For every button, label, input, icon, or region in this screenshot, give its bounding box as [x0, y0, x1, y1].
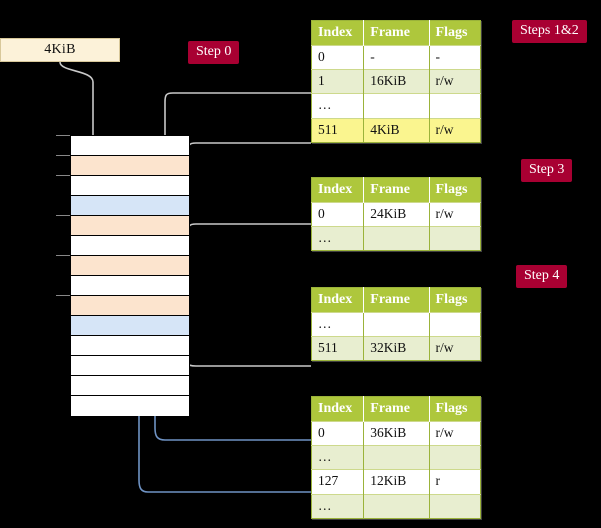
table-row: … — [311, 226, 481, 251]
cell-flags — [429, 312, 481, 337]
cell-index: 127 — [311, 469, 365, 495]
cell-flags: - — [429, 45, 481, 70]
column-header-index: Index — [311, 177, 365, 203]
table-row: … — [311, 493, 481, 519]
cell-flags: r/w — [429, 421, 481, 446]
badge-step3: Step 3 — [521, 159, 573, 182]
cell-flags — [429, 93, 481, 119]
memory-frame-11 — [71, 356, 189, 376]
table-row: … — [311, 445, 481, 470]
table-row: 0-- — [311, 45, 481, 70]
column-header-frame: Frame — [363, 177, 430, 203]
column-header-flags: Flags — [429, 20, 481, 46]
cell-frame: 24KiB — [363, 202, 430, 227]
cell-flags — [429, 445, 481, 470]
table-row: … — [311, 312, 481, 337]
memory-frame-tick — [56, 155, 70, 156]
cell-index: 0 — [311, 202, 365, 227]
cell-index: … — [311, 493, 365, 519]
cell-index: 511 — [311, 336, 365, 361]
column-header-flags: Flags — [429, 287, 481, 313]
memory-frame-6 — [56, 255, 189, 276]
badge-step4: Step 4 — [516, 265, 568, 288]
cell-flags: r/w — [429, 117, 481, 143]
virtual-page-box: 4KiB — [0, 38, 120, 62]
cell-index: 511 — [311, 117, 365, 143]
memory-frame-tick — [56, 135, 70, 136]
memory-frame-5 — [71, 236, 189, 256]
column-header-frame: Frame — [363, 287, 430, 313]
memory-frame-7 — [71, 276, 189, 296]
table-row: … — [311, 93, 481, 119]
cell-frame — [363, 312, 430, 337]
cell-frame — [363, 93, 430, 119]
column-header-flags: Flags — [429, 396, 481, 422]
memory-frame-9 — [71, 316, 189, 336]
cell-frame — [363, 226, 430, 251]
column-header-index: Index — [311, 396, 365, 422]
memory-frame-tick — [56, 295, 70, 296]
column-header-index: Index — [311, 287, 365, 313]
memory-frame-tick — [56, 255, 70, 256]
column-header-frame: Frame — [363, 20, 430, 46]
cell-index: 1 — [311, 69, 365, 94]
memory-frame-1 — [56, 155, 189, 176]
cell-frame: 32KiB — [363, 336, 430, 361]
cell-frame — [363, 493, 430, 519]
cell-frame: 4KiB — [363, 117, 430, 143]
virtual-page-label: 4KiB — [44, 42, 76, 57]
memory-frame-12 — [71, 376, 189, 396]
column-header-index: Index — [311, 20, 365, 46]
physical-memory-column — [56, 135, 190, 416]
cell-frame: 36KiB — [363, 421, 430, 446]
cell-frame: - — [363, 45, 430, 70]
memory-frame-3 — [71, 196, 189, 216]
column-header-flags: Flags — [429, 177, 481, 203]
cell-flags: r/w — [429, 69, 481, 94]
cell-index: 0 — [311, 421, 365, 446]
memory-frame-2 — [56, 175, 189, 196]
column-header-frame: Frame — [363, 396, 430, 422]
cell-frame: 16KiB — [363, 69, 430, 94]
badge-step0: Step 0 — [188, 41, 240, 64]
cell-flags: r/w — [429, 336, 481, 361]
cell-index: … — [311, 226, 365, 251]
memory-frame-13 — [71, 396, 189, 416]
cell-index: … — [311, 93, 365, 119]
connector-step4 — [175, 318, 311, 367]
cell-flags: r — [429, 469, 481, 495]
memory-frame-10 — [71, 336, 189, 356]
cell-flags — [429, 226, 481, 251]
cell-index: … — [311, 445, 365, 470]
cell-flags: r/w — [429, 202, 481, 227]
cell-frame: 12KiB — [363, 469, 430, 495]
memory-frame-tick — [56, 175, 70, 176]
memory-frame-8 — [56, 295, 189, 316]
cell-index: … — [311, 312, 365, 337]
cell-index: 0 — [311, 45, 365, 70]
cell-frame — [363, 445, 430, 470]
badge-steps12: Steps 1&2 — [512, 20, 587, 43]
connector-step3 — [171, 223, 311, 284]
memory-frame-tick — [56, 215, 70, 216]
memory-frame-4 — [56, 215, 189, 236]
memory-frame-0 — [56, 135, 189, 156]
cell-flags — [429, 493, 481, 519]
